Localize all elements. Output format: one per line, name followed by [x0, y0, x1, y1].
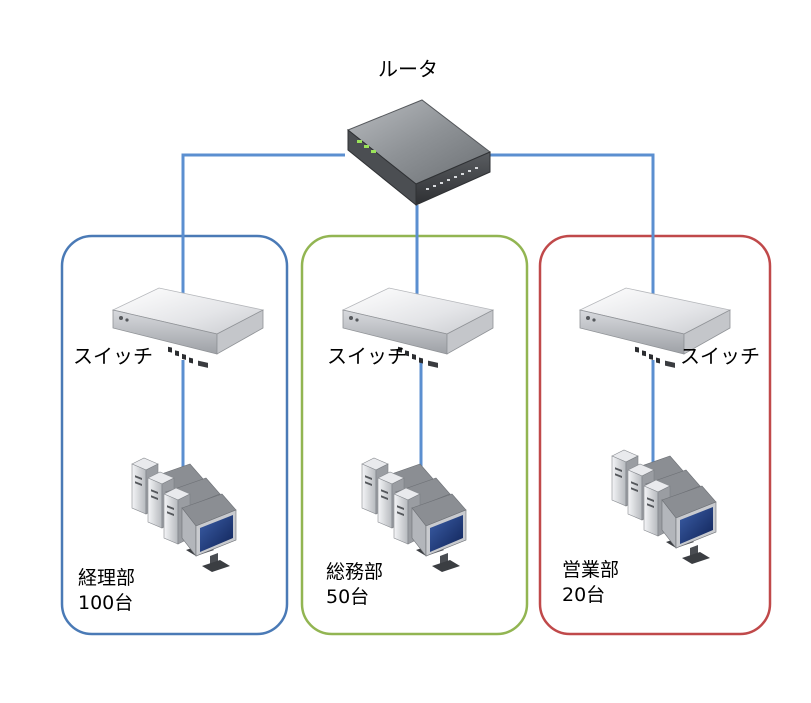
switch-label-general-affairs: スイッチ: [327, 344, 407, 368]
department-name: 経理部: [78, 567, 136, 589]
link-router-to-switch-sales: [488, 153, 655, 300]
department-count: 20台: [562, 583, 606, 606]
department-name: 総務部: [326, 561, 384, 583]
department-box-general-affairs: [300, 234, 529, 636]
department-count: 100台: [78, 591, 134, 614]
department-label-accounting: 経理部 100台: [78, 566, 135, 615]
switch-label-accounting: スイッチ: [73, 344, 153, 368]
department-name: 営業部: [562, 559, 620, 581]
link-router-to-switch-accounting: [181, 153, 345, 300]
network-links: [181, 153, 655, 470]
department-label-sales: 営業部 20台: [562, 558, 619, 607]
computer-group-icon-accounting: [132, 458, 236, 572]
router-label: ルータ: [378, 57, 438, 81]
department-box-accounting: [60, 234, 289, 636]
router-icon: [347, 99, 491, 207]
department-box-sales: [538, 234, 772, 636]
computer-group-icon-general-affairs: [362, 458, 466, 572]
department-count: 50台: [326, 585, 370, 608]
switch-label-sales: スイッチ: [680, 344, 760, 368]
computer-group-icon-sales: [612, 450, 716, 564]
department-label-general-affairs: 総務部 50台: [326, 560, 383, 609]
